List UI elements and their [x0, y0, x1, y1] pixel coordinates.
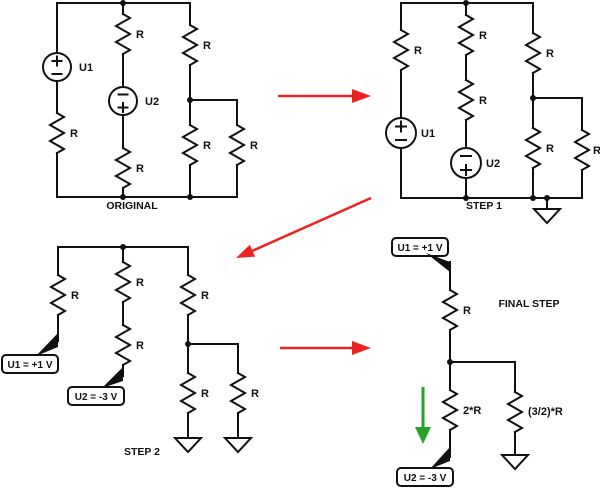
resistor-symbol — [442, 389, 458, 431]
arrow-original-to-step1-icon — [278, 89, 371, 103]
source-label-u1: U1 — [421, 128, 435, 140]
source-label-u2: U2 — [486, 158, 500, 170]
circuit-wiring — [400, 2, 583, 210]
junction-dot — [120, 244, 126, 250]
resistor-label: R — [136, 277, 144, 289]
resistor-symbol — [115, 147, 131, 189]
resistor-label: R — [479, 95, 487, 107]
resistor-symbol — [525, 127, 541, 169]
callout-pointer — [102, 367, 123, 388]
resistor-symbol — [458, 79, 474, 121]
callout-u1-text: U1 = +1 V — [397, 243, 442, 254]
resistor-label: R — [546, 143, 554, 155]
plus-minus-marks — [395, 120, 407, 141]
resistor-symbol — [442, 289, 458, 331]
resistor-label: R — [70, 128, 78, 140]
step1-circuit: R R R R R R U1 U2 STEP 1 — [385, 0, 600, 224]
resistor-symbol — [115, 324, 131, 366]
callout-u1-text: U1 = +1 V — [7, 360, 52, 371]
callout-u2-text: U2 = -3 V — [75, 392, 118, 403]
circuit-title-final: FINAL STEP — [498, 298, 559, 310]
resistor-symbol — [229, 124, 245, 166]
ground-icon — [533, 208, 561, 224]
plus-minus-marks — [51, 55, 63, 75]
resistor-symbol — [182, 124, 198, 166]
resistor-symbol — [50, 274, 66, 316]
junction-dot — [530, 195, 536, 201]
arrow-step1-to-step2-icon — [236, 196, 372, 258]
resistor-symbol — [574, 129, 590, 171]
resistor-label: R — [250, 140, 258, 152]
resistor-label: R — [251, 388, 259, 400]
transformation-arrows — [236, 89, 372, 355]
resistor-label: R — [203, 40, 211, 52]
circuit-wiring — [449, 261, 516, 458]
resistor-symbol — [115, 13, 131, 55]
resistor-symbol — [115, 261, 131, 303]
resistor-symbol — [182, 24, 198, 66]
minus-plus-marks — [117, 93, 129, 113]
resistor-symbol — [507, 391, 523, 433]
callout-u2-text: U2 = -3 V — [404, 473, 447, 484]
resistor-label: R — [479, 30, 487, 42]
junction-dot — [120, 0, 126, 6]
current-direction-arrow-icon — [415, 387, 431, 444]
callout-u2: U2 = -3 V — [67, 367, 125, 406]
resistor-symbol — [393, 29, 409, 71]
junction-dot — [185, 341, 191, 347]
resistor-symbol — [49, 112, 65, 154]
circuit-wiring — [57, 246, 239, 439]
junction-dot — [544, 195, 550, 201]
resistor-label: R — [201, 290, 209, 302]
junction-dot — [530, 95, 536, 101]
original-circuit: R R R R R R U1 U2 ORIGINAL — [42, 0, 258, 212]
final-circuit: U1 = +1 V U2 = -3 V R 2*R (3/2)*R FINAL … — [391, 237, 563, 487]
resistor-label: R — [71, 290, 79, 302]
callout-u1: U1 = +1 V — [391, 237, 450, 272]
circuit-title-step1: STEP 1 — [466, 200, 502, 212]
circuit-title-step2: STEP 2 — [124, 446, 160, 458]
resistor-label: R — [136, 163, 144, 175]
ground-icon — [224, 437, 252, 453]
resistor-label: R — [203, 140, 211, 152]
resistor-label: R — [136, 340, 144, 352]
junction-dot — [447, 359, 453, 365]
voltage-source-u2 — [450, 147, 482, 179]
resistor-label: R — [201, 388, 209, 400]
arrow-step2-to-final-icon — [280, 341, 371, 355]
resistor-symbol — [458, 14, 474, 56]
step2-circuit: U1 = +1 V U2 = -3 V R R R R R R STEP 2 — [1, 244, 259, 458]
junction-dot — [120, 194, 126, 200]
source-label-u1: U1 — [79, 62, 93, 74]
voltage-source-u1 — [42, 52, 72, 82]
ground-icon — [174, 437, 202, 453]
resistor-label: R — [593, 145, 600, 157]
resistor-label: R — [414, 45, 422, 57]
junction-dot — [187, 97, 193, 103]
source-label-u2: U2 — [145, 96, 159, 108]
minus-plus-marks — [460, 155, 472, 176]
resistor-label: R — [136, 29, 144, 41]
junction-dot — [463, 195, 469, 201]
ground-icon — [501, 454, 529, 470]
resistor-symbol — [525, 32, 541, 74]
resistor-label: R — [463, 305, 471, 317]
voltage-source-u2 — [108, 86, 138, 116]
resistor-label: R — [546, 48, 554, 60]
callout-pointer — [430, 447, 450, 469]
resistor-label-2r: 2*R — [463, 405, 481, 417]
callout-u2: U2 = -3 V — [396, 447, 454, 487]
resistor-symbol — [180, 372, 196, 414]
callout-u1: U1 = +1 V — [1, 333, 59, 374]
junction-dot — [463, 0, 469, 6]
circuit-title-original: ORIGINAL — [106, 200, 158, 212]
callout-pointer — [426, 253, 450, 272]
callout-pointer — [36, 333, 58, 356]
resistor-symbol — [230, 372, 246, 414]
resistor-label-3-2r: (3/2)*R — [528, 406, 563, 418]
junction-dot — [187, 194, 193, 200]
voltage-source-u1 — [385, 117, 417, 149]
resistor-symbol — [180, 274, 196, 316]
